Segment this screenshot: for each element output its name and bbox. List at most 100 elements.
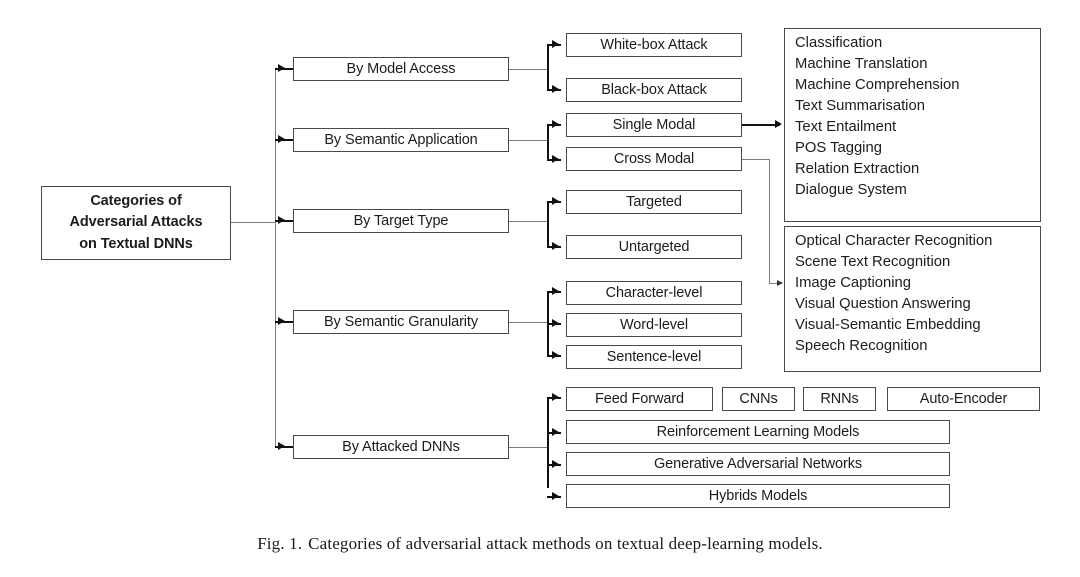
task-item: Dialogue System xyxy=(795,181,907,198)
category-box-by-target-type[interactable]: By Target Type xyxy=(293,209,509,233)
leaf-box-hybrids-models[interactable]: Hybrids Models xyxy=(566,484,950,508)
task-item: Relation Extraction xyxy=(795,160,920,177)
connector-root-stem xyxy=(231,222,276,224)
figure-caption: Fig. 1. Categories of adversarial attack … xyxy=(0,534,1080,554)
connector-cross-modal-drop xyxy=(769,159,771,284)
task-list-cross-modal: Optical Character Recognition Scene Text… xyxy=(784,226,1041,372)
leaf-label: Untargeted xyxy=(618,238,690,255)
leaf-label: Feed Forward xyxy=(594,390,685,407)
leaf-box-targeted[interactable]: Targeted xyxy=(566,190,742,214)
leaf-label: CNNs xyxy=(739,390,778,407)
arrowhead-black-box xyxy=(552,85,559,93)
connector-single-modal-to-tasks xyxy=(742,124,780,127)
arrowhead-cross-modal-tasks xyxy=(777,280,783,286)
leaf-box-rnns[interactable]: RNNs xyxy=(803,387,876,411)
arrowhead-target-type xyxy=(278,216,285,224)
category-box-by-semantic-granularity[interactable]: By Semantic Granularity xyxy=(293,310,509,334)
task-item: Visual-Semantic Embedding xyxy=(795,316,981,333)
root-line-3: on Textual DNNs xyxy=(79,235,193,252)
connector-semantic-granularity-out xyxy=(509,322,548,324)
leaf-label: Black-box Attack xyxy=(601,81,707,98)
leaf-label: White-box Attack xyxy=(600,36,708,53)
root-node-categories-of-adversarial-attacks: Categories of Adversarial Attacks on Tex… xyxy=(41,186,231,260)
category-label: By Semantic Granularity xyxy=(323,313,479,330)
connector-attacked-dnns-split xyxy=(547,398,550,488)
leaf-label: Single Modal xyxy=(612,116,696,133)
arrowhead-white-box xyxy=(552,40,559,48)
leaf-box-white-box-attack[interactable]: White-box Attack xyxy=(566,33,742,57)
leaf-label: Generative Adversarial Networks xyxy=(653,455,863,472)
arrowhead-untargeted xyxy=(552,242,559,250)
category-box-by-semantic-application[interactable]: By Semantic Application xyxy=(293,128,509,152)
task-item: Text Entailment xyxy=(795,118,897,135)
leaf-box-sentence-level[interactable]: Sentence-level xyxy=(566,345,742,369)
leaf-label: Cross Modal xyxy=(613,150,695,167)
leaf-label: Sentence-level xyxy=(606,348,702,365)
category-label: By Target Type xyxy=(353,212,449,229)
arrowhead-gan xyxy=(552,460,559,468)
category-label: By Model Access xyxy=(346,60,456,77)
arrowhead-single-modal xyxy=(552,120,559,128)
task-item: Machine Comprehension xyxy=(795,76,960,93)
leaf-box-character-level[interactable]: Character-level xyxy=(566,281,742,305)
task-item: POS Tagging xyxy=(795,139,882,156)
connector-target-type-split xyxy=(547,202,550,247)
leaf-box-single-modal[interactable]: Single Modal xyxy=(566,113,742,137)
leaf-box-cnns[interactable]: CNNs xyxy=(722,387,795,411)
connector-attacked-dnns-out xyxy=(509,447,548,449)
task-item: Machine Translation xyxy=(795,55,928,72)
task-item: Classification xyxy=(795,35,883,51)
task-item: Text Summarisation xyxy=(795,97,925,114)
category-label: By Semantic Application xyxy=(324,131,478,148)
connector-target-type-out xyxy=(509,221,548,223)
connector-cross-modal-out xyxy=(742,159,770,161)
leaf-box-word-level[interactable]: Word-level xyxy=(566,313,742,337)
leaf-label: Targeted xyxy=(626,193,682,210)
leaf-box-auto-encoder[interactable]: Auto-Encoder xyxy=(887,387,1040,411)
arrowhead-semantic-application xyxy=(278,135,285,143)
arrowhead-character-level xyxy=(552,287,559,295)
arrowhead-single-modal-tasks xyxy=(775,120,782,128)
root-line-1: Categories of xyxy=(90,193,182,210)
connector-model-access-split xyxy=(547,45,550,90)
figure-number: Fig. 1. xyxy=(257,534,303,553)
connector-semantic-application-out xyxy=(509,140,548,142)
arrowhead-hybrids xyxy=(552,492,559,500)
arrowhead-sentence-level xyxy=(552,351,559,359)
root-line-2: Adversarial Attacks xyxy=(69,214,203,231)
connector-model-access-out xyxy=(509,69,548,71)
figure-caption-text: Categories of adversarial attack methods… xyxy=(308,534,823,553)
connector-spine xyxy=(275,69,277,447)
leaf-label: Word-level xyxy=(619,316,689,333)
task-item: Scene Text Recognition xyxy=(795,253,951,270)
leaf-label: Reinforcement Learning Models xyxy=(656,423,860,440)
leaf-box-reinforcement-learning-models[interactable]: Reinforcement Learning Models xyxy=(566,420,950,444)
arrowhead-feed-forward xyxy=(552,393,559,401)
task-item: Image Captioning xyxy=(795,274,911,291)
category-box-by-model-access[interactable]: By Model Access xyxy=(293,57,509,81)
leaf-box-black-box-attack[interactable]: Black-box Attack xyxy=(566,78,742,102)
category-label: By Attacked DNNs xyxy=(342,438,460,455)
leaf-box-cross-modal[interactable]: Cross Modal xyxy=(566,147,742,171)
arrowhead-semantic-granularity xyxy=(278,317,285,325)
leaf-box-feed-forward[interactable]: Feed Forward xyxy=(566,387,713,411)
leaf-label: Auto-Encoder xyxy=(919,390,1008,407)
leaf-label: Character-level xyxy=(605,284,703,301)
leaf-label: RNNs xyxy=(820,390,859,407)
arrowhead-cross-modal xyxy=(552,155,559,163)
task-list-single-modal: Classification Machine Translation Machi… xyxy=(784,28,1041,222)
leaf-label: Hybrids Models xyxy=(708,487,808,504)
task-item: Speech Recognition xyxy=(795,337,928,354)
category-box-by-attacked-dnns[interactable]: By Attacked DNNs xyxy=(293,435,509,459)
connector-semantic-application-split xyxy=(547,125,550,160)
task-item: Visual Question Answering xyxy=(795,295,971,312)
leaf-box-untargeted[interactable]: Untargeted xyxy=(566,235,742,259)
leaf-box-generative-adversarial-networks[interactable]: Generative Adversarial Networks xyxy=(566,452,950,476)
connector-cross-modal-to-tasks xyxy=(769,283,782,285)
arrowhead-model-access xyxy=(278,64,285,72)
arrowhead-word-level xyxy=(552,319,559,327)
arrowhead-attacked-dnns xyxy=(278,442,285,450)
arrowhead-targeted xyxy=(552,197,559,205)
arrowhead-reinforcement xyxy=(552,428,559,436)
